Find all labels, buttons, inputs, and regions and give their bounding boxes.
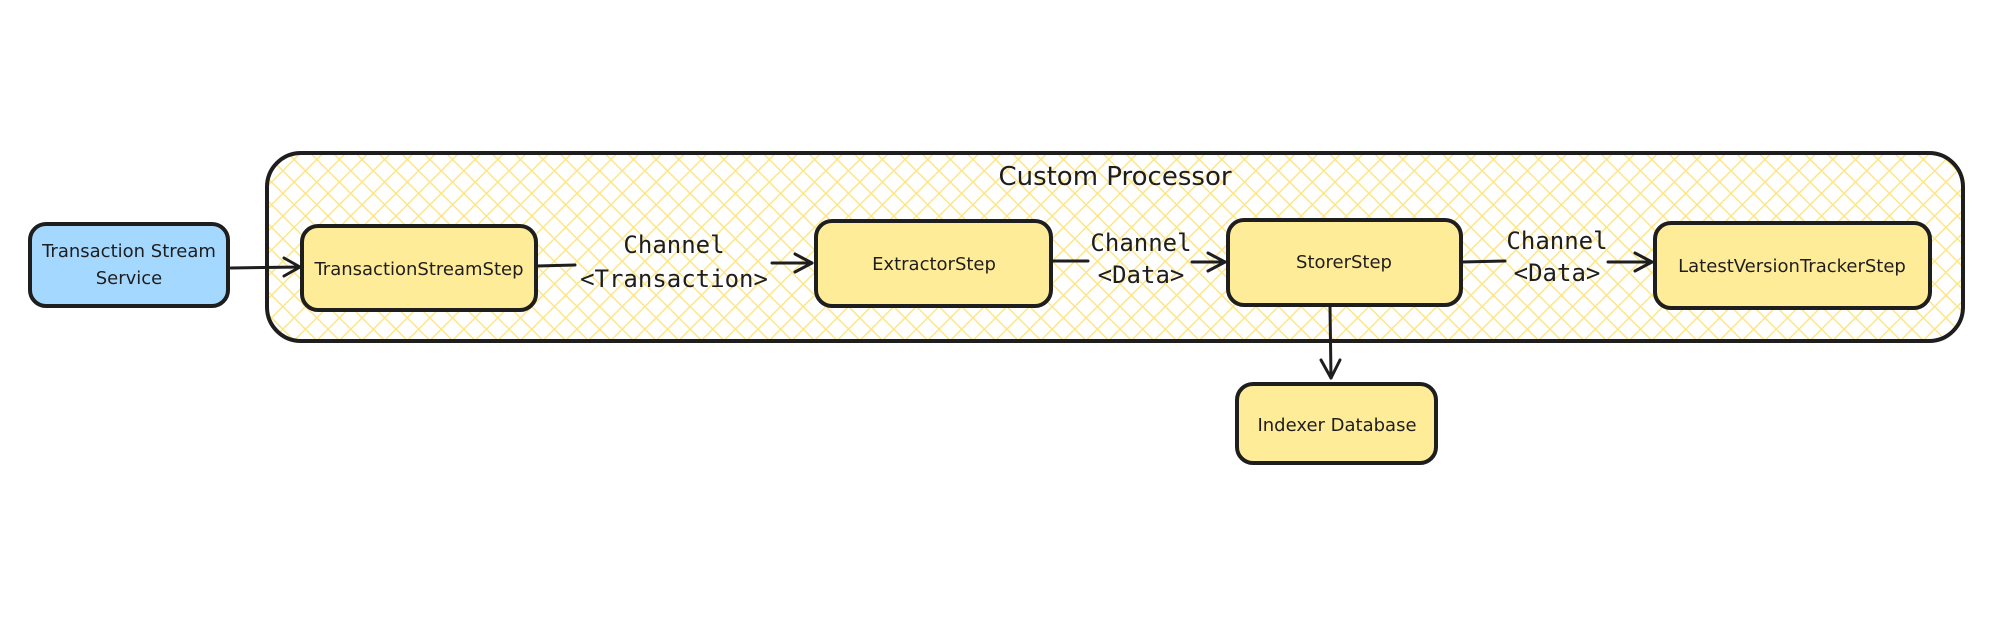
edge-line: [229, 265, 302, 270]
edge-storer-step-to-latest-version-tracker-step[interactable]: Channel <Data>: [1460, 227, 1654, 287]
edges-layer: Channel <Transaction> Channel <Data> Cha…: [229, 227, 1654, 380]
node-box[interactable]: [814, 219, 1053, 308]
edge-label-line-1: Channel: [1506, 227, 1607, 255]
node-storer-step[interactable]: StorerStep: [1226, 218, 1463, 307]
arrowhead-icon: [793, 252, 814, 274]
node-label: TransactionStreamStep: [313, 259, 523, 280]
node-transaction-stream-service[interactable]: Transaction Stream Service: [28, 222, 230, 308]
edge-line: [535, 263, 577, 268]
arrowhead-icon: [1319, 358, 1342, 380]
arrowhead-icon: [1206, 251, 1227, 273]
node-latest-version-tracker-step[interactable]: LatestVersionTrackerStep: [1653, 221, 1932, 310]
edge-label-line-1: Channel: [1090, 229, 1191, 257]
node-transaction-stream-step[interactable]: TransactionStreamStep: [300, 224, 538, 312]
node-label-line-1: Transaction Stream: [41, 241, 216, 262]
node-box[interactable]: [300, 224, 538, 312]
node-label: ExtractorStep: [872, 254, 996, 275]
node-label: Indexer Database: [1257, 415, 1416, 436]
edge-label-line-2: <Transaction>: [580, 265, 768, 293]
edge-line: [1460, 259, 1507, 264]
edge-line: [1328, 304, 1333, 380]
custom-processor-title: Custom Processor: [998, 162, 1231, 192]
node-extractor-step[interactable]: ExtractorStep: [814, 219, 1053, 308]
node-box[interactable]: [1235, 382, 1438, 465]
arrowhead-icon: [1633, 251, 1654, 273]
node-label: LatestVersionTrackerStep: [1678, 256, 1906, 277]
node-box[interactable]: [1226, 218, 1463, 307]
edge-storer-step-to-indexer-database[interactable]: [1319, 304, 1342, 380]
node-label-line-2: Service: [96, 268, 163, 289]
custom-processor-group[interactable]: Custom Processor: [265, 151, 1965, 343]
edge-transaction-stream-step-to-extractor-step[interactable]: Channel <Transaction>: [535, 231, 814, 293]
edge-extractor-step-to-storer-step[interactable]: Channel <Data>: [1051, 229, 1227, 289]
custom-processor-container[interactable]: [265, 151, 1965, 343]
node-box[interactable]: [1653, 221, 1932, 310]
edge-label-line-1: Channel: [623, 231, 724, 259]
node-indexer-database[interactable]: Indexer Database: [1235, 382, 1438, 465]
edge-label-line-2: <Data>: [1098, 261, 1185, 289]
node-box[interactable]: [28, 222, 230, 308]
node-label: StorerStep: [1296, 252, 1392, 273]
edge-label-line-2: <Data>: [1514, 259, 1601, 287]
